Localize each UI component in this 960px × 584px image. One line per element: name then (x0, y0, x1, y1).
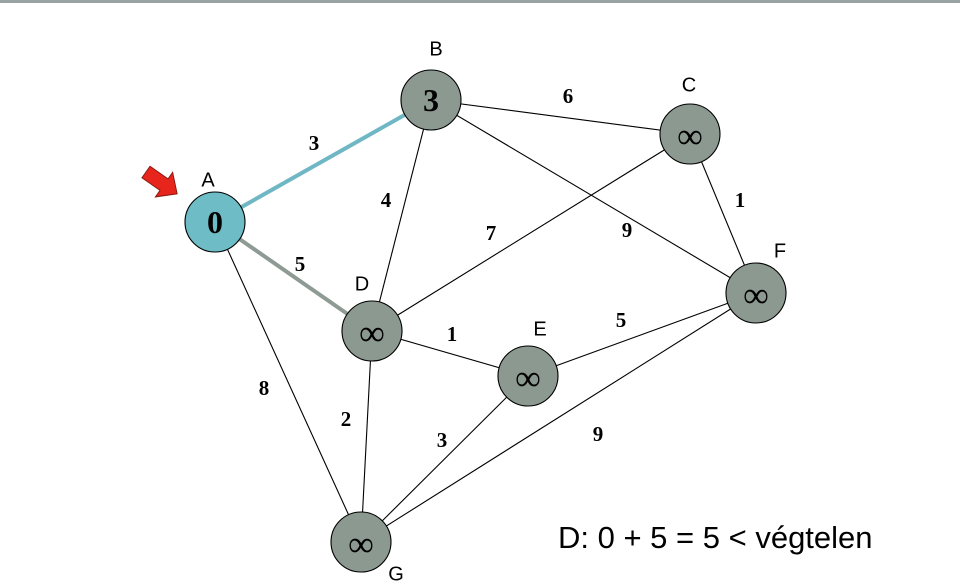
node-value: ∞ (743, 275, 769, 315)
node-circle (497, 345, 559, 407)
edge-weight-d-g: 2 (341, 407, 352, 431)
edge-weight-f-g: 9 (593, 422, 604, 446)
node-circle (184, 191, 246, 253)
node-value: ∞ (515, 358, 541, 398)
node-a: 0A (184, 169, 246, 253)
edge-weight-b-c: 6 (563, 84, 574, 108)
node-label: B (429, 38, 442, 60)
node-label: C (682, 74, 696, 96)
node-b: 3B (400, 38, 462, 131)
edge-a-b (214, 98, 432, 224)
node-value: ∞ (359, 313, 385, 353)
node-value: ∞ (677, 116, 703, 156)
edge-e-f (527, 292, 757, 377)
pointer-layer (141, 165, 178, 198)
edge-a-g (214, 221, 362, 543)
node-circle (725, 262, 787, 324)
weights-layer: 3 5 8 6 4 9 7 1 1 2 5 3 9 (259, 84, 746, 452)
edges-layer (213, 98, 757, 543)
step-caption: D: 0 + 5 = 5 < végtelen (558, 520, 873, 555)
edge-d-g (360, 330, 373, 543)
arrow-pointer-icon (141, 165, 178, 198)
edge-weight-c-f: 1 (735, 188, 746, 212)
node-d: ∞D (341, 273, 403, 362)
node-value: 0 (207, 204, 223, 240)
edge-e-g (360, 375, 529, 543)
edge-b-f (430, 99, 757, 294)
edge-c-d (371, 133, 691, 332)
node-label: F (774, 240, 786, 262)
edge-weight-e-f: 5 (616, 308, 627, 332)
edge-weight-a-g: 8 (259, 376, 270, 400)
node-circle (330, 511, 392, 573)
node-c: ∞C (659, 74, 721, 165)
edge-a-d (213, 220, 374, 333)
node-label: D (355, 273, 369, 295)
node-label: G (388, 563, 404, 584)
node-circle (400, 69, 462, 131)
edge-weight-d-e: 1 (447, 322, 458, 346)
node-f: ∞F (725, 240, 787, 324)
node-label: A (201, 169, 215, 191)
node-value: ∞ (348, 524, 374, 564)
edge-b-d (371, 99, 432, 332)
edge-weight-a-b: 3 (309, 131, 320, 155)
edge-b-c (430, 99, 691, 135)
edge-f-g (360, 292, 757, 543)
node-label: E (533, 318, 546, 340)
node-circle (659, 103, 721, 165)
node-e: ∞E (497, 318, 559, 407)
edge-weight-e-g: 3 (437, 428, 448, 452)
node-circle (341, 300, 403, 362)
node-value: 3 (423, 82, 439, 118)
edge-weight-a-d: 5 (295, 252, 306, 276)
node-g: ∞G (330, 511, 404, 584)
top-rule (0, 0, 960, 3)
edge-weight-c-d: 7 (486, 221, 497, 245)
edge-weight-b-f: 9 (622, 218, 633, 242)
edge-weight-b-d: 4 (381, 188, 392, 212)
